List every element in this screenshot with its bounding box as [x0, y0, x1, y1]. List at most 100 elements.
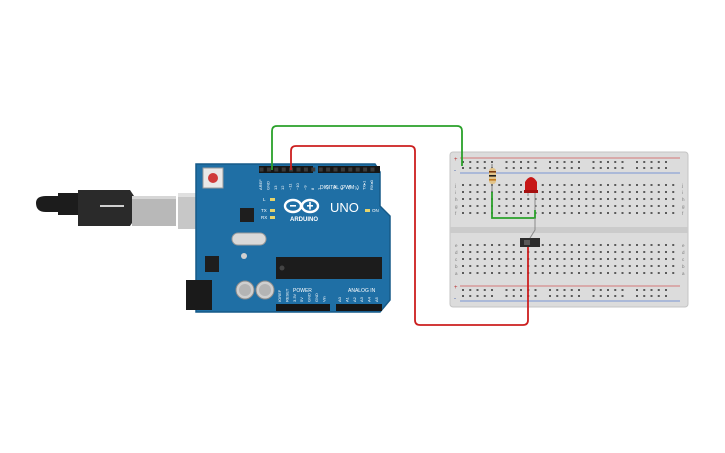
breadboard-hole[interactable] [556, 205, 559, 207]
breadboard-hole[interactable] [599, 265, 602, 267]
breadboard-hole[interactable] [672, 198, 675, 200]
header-pin[interactable] [348, 167, 353, 172]
breadboard-hole[interactable] [462, 251, 464, 253]
rail-hole[interactable] [483, 289, 486, 291]
breadboard-hole[interactable] [607, 272, 609, 274]
breadboard-hole[interactable] [520, 191, 522, 193]
rail-hole[interactable] [592, 295, 595, 297]
breadboard-hole[interactable] [599, 258, 602, 260]
breadboard-hole[interactable] [462, 205, 464, 207]
breadboard-hole[interactable] [549, 191, 551, 193]
breadboard-hole[interactable] [498, 272, 501, 274]
slide-switch[interactable] [520, 238, 540, 247]
breadboard-hole[interactable] [643, 184, 646, 186]
breadboard-hole[interactable] [491, 258, 493, 260]
breadboard-hole[interactable] [650, 205, 653, 207]
breadboard-hole[interactable] [505, 205, 508, 207]
breadboard-hole[interactable] [483, 265, 486, 267]
breadboard-hole[interactable] [570, 265, 573, 267]
breadboard-hole[interactable] [585, 272, 588, 274]
rail-hole[interactable] [578, 167, 580, 169]
breadboard-hole[interactable] [512, 251, 515, 253]
rail-hole[interactable] [505, 295, 508, 297]
red-wire[interactable] [290, 145, 529, 326]
breadboard-hole[interactable] [520, 198, 522, 200]
breadboard-hole[interactable] [672, 212, 675, 214]
rail-hole[interactable] [621, 289, 624, 291]
breadboard-hole[interactable] [556, 212, 559, 214]
rail-hole[interactable] [636, 295, 638, 297]
breadboard-hole[interactable] [556, 244, 559, 246]
breadboard-hole[interactable] [592, 244, 595, 246]
breadboard-hole[interactable] [570, 184, 573, 186]
breadboard-hole[interactable] [512, 244, 515, 246]
breadboard-hole[interactable] [592, 184, 595, 186]
breadboard-hole[interactable] [498, 205, 501, 207]
rail-hole[interactable] [614, 161, 617, 163]
breadboard-hole[interactable] [462, 244, 464, 246]
breadboard-hole[interactable] [607, 191, 609, 193]
rail-hole[interactable] [520, 295, 522, 297]
breadboard-hole[interactable] [657, 244, 660, 246]
breadboard-hole[interactable] [592, 251, 595, 253]
breadboard-hole[interactable] [585, 198, 588, 200]
breadboard-hole[interactable] [483, 244, 486, 246]
breadboard-hole[interactable] [476, 265, 479, 267]
rail-hole[interactable] [549, 161, 551, 163]
breadboard-hole[interactable] [570, 272, 573, 274]
rail-hole[interactable] [549, 295, 551, 297]
breadboard-hole[interactable] [556, 184, 559, 186]
breadboard-hole[interactable] [592, 205, 595, 207]
breadboard-hole[interactable] [657, 184, 660, 186]
breadboard-hole[interactable] [621, 184, 624, 186]
breadboard-hole[interactable] [592, 191, 595, 193]
rail-hole[interactable] [599, 295, 602, 297]
resistor[interactable] [489, 164, 496, 192]
rail-hole[interactable] [599, 289, 602, 291]
breadboard-hole[interactable] [512, 198, 515, 200]
rail-hole[interactable] [462, 161, 464, 163]
header-pin[interactable] [370, 167, 375, 172]
breadboard-hole[interactable] [614, 198, 617, 200]
breadboard-hole[interactable] [643, 251, 646, 253]
breadboard-hole[interactable] [563, 184, 566, 186]
rail-hole[interactable] [534, 289, 537, 291]
breadboard-hole[interactable] [570, 212, 573, 214]
rail-hole[interactable] [650, 295, 653, 297]
breadboard-hole[interactable] [628, 265, 631, 267]
breadboard-hole[interactable] [621, 244, 624, 246]
rail-hole[interactable] [614, 295, 617, 297]
breadboard-hole[interactable] [498, 198, 501, 200]
breadboard-hole[interactable] [650, 244, 653, 246]
breadboard-hole[interactable] [636, 265, 638, 267]
breadboard-hole[interactable] [556, 191, 559, 193]
led[interactable] [524, 177, 538, 210]
breadboard-hole[interactable] [469, 258, 472, 260]
breadboard-hole[interactable] [512, 272, 515, 274]
breadboard-hole[interactable] [578, 205, 580, 207]
rail-hole[interactable] [643, 167, 646, 169]
breadboard-hole[interactable] [462, 265, 464, 267]
breadboard-hole[interactable] [505, 184, 508, 186]
breadboard-hole[interactable] [476, 212, 479, 214]
rail-hole[interactable] [607, 167, 609, 169]
breadboard-hole[interactable] [512, 191, 515, 193]
rail-hole[interactable] [556, 295, 559, 297]
breadboard-hole[interactable] [476, 244, 479, 246]
rail-hole[interactable] [607, 289, 609, 291]
rail-hole[interactable] [476, 295, 479, 297]
breadboard-hole[interactable] [505, 265, 508, 267]
breadboard-hole[interactable] [476, 272, 479, 274]
rail-hole[interactable] [607, 161, 609, 163]
header-pin[interactable] [333, 167, 338, 172]
breadboard-hole[interactable] [476, 191, 479, 193]
rail-hole[interactable] [469, 295, 472, 297]
breadboard-hole[interactable] [491, 272, 493, 274]
rail-hole[interactable] [534, 161, 537, 163]
breadboard-hole[interactable] [607, 244, 609, 246]
rail-hole[interactable] [650, 161, 653, 163]
rail-hole[interactable] [621, 295, 624, 297]
breadboard-hole[interactable] [483, 212, 486, 214]
breadboard-hole[interactable] [643, 212, 646, 214]
